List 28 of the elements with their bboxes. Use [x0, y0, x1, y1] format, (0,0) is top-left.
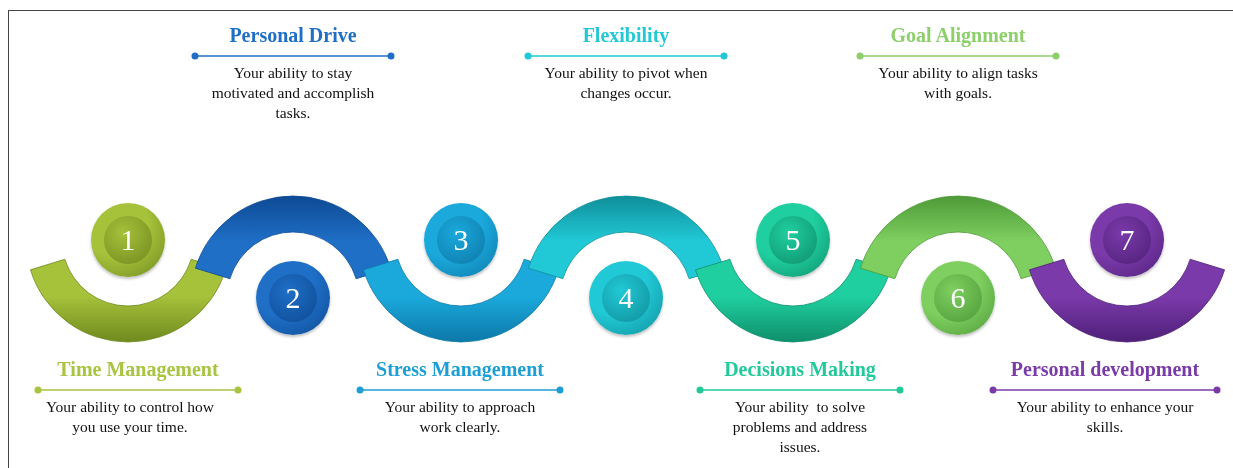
step-number: 2 [269, 274, 317, 322]
step-number: 3 [437, 216, 485, 264]
step-heading: Personal Drive [228, 24, 358, 47]
step-number: 7 [1103, 216, 1151, 264]
step-description: Your ability to control how you use your time. [44, 397, 216, 438]
step-heading: Decisions Making [723, 358, 877, 381]
step-heading: Goal Alignment [889, 24, 1027, 47]
step-description: Your ability to solve problems and address issues. [731, 397, 869, 458]
step-circle [1090, 203, 1164, 277]
step-circle [91, 203, 165, 277]
step-number: 4 [602, 274, 650, 322]
step-number: 6 [934, 274, 982, 322]
step-description: Your ability to enhance your skills. [1015, 397, 1195, 438]
step-number: 5 [769, 216, 817, 264]
step-description: Your ability to pivot when changes occur. [543, 63, 709, 104]
step-circle [424, 203, 498, 277]
step-heading: Flexibility [581, 24, 671, 47]
step-circle [256, 261, 330, 335]
step-description: Your ability to approach work clearly. [383, 397, 537, 438]
step-description: Your ability to stay motivated and accomplish tasks. [210, 63, 376, 124]
step-heading: Personal development [1009, 358, 1201, 381]
step-heading: Stress Management [375, 358, 545, 381]
step-circle [589, 261, 663, 335]
step-circle [921, 261, 995, 335]
step-description: Your ability to align tasks with goals. [877, 63, 1039, 104]
step-heading: Time Management [56, 358, 220, 381]
step-circle [756, 203, 830, 277]
step-number: 1 [104, 216, 152, 264]
